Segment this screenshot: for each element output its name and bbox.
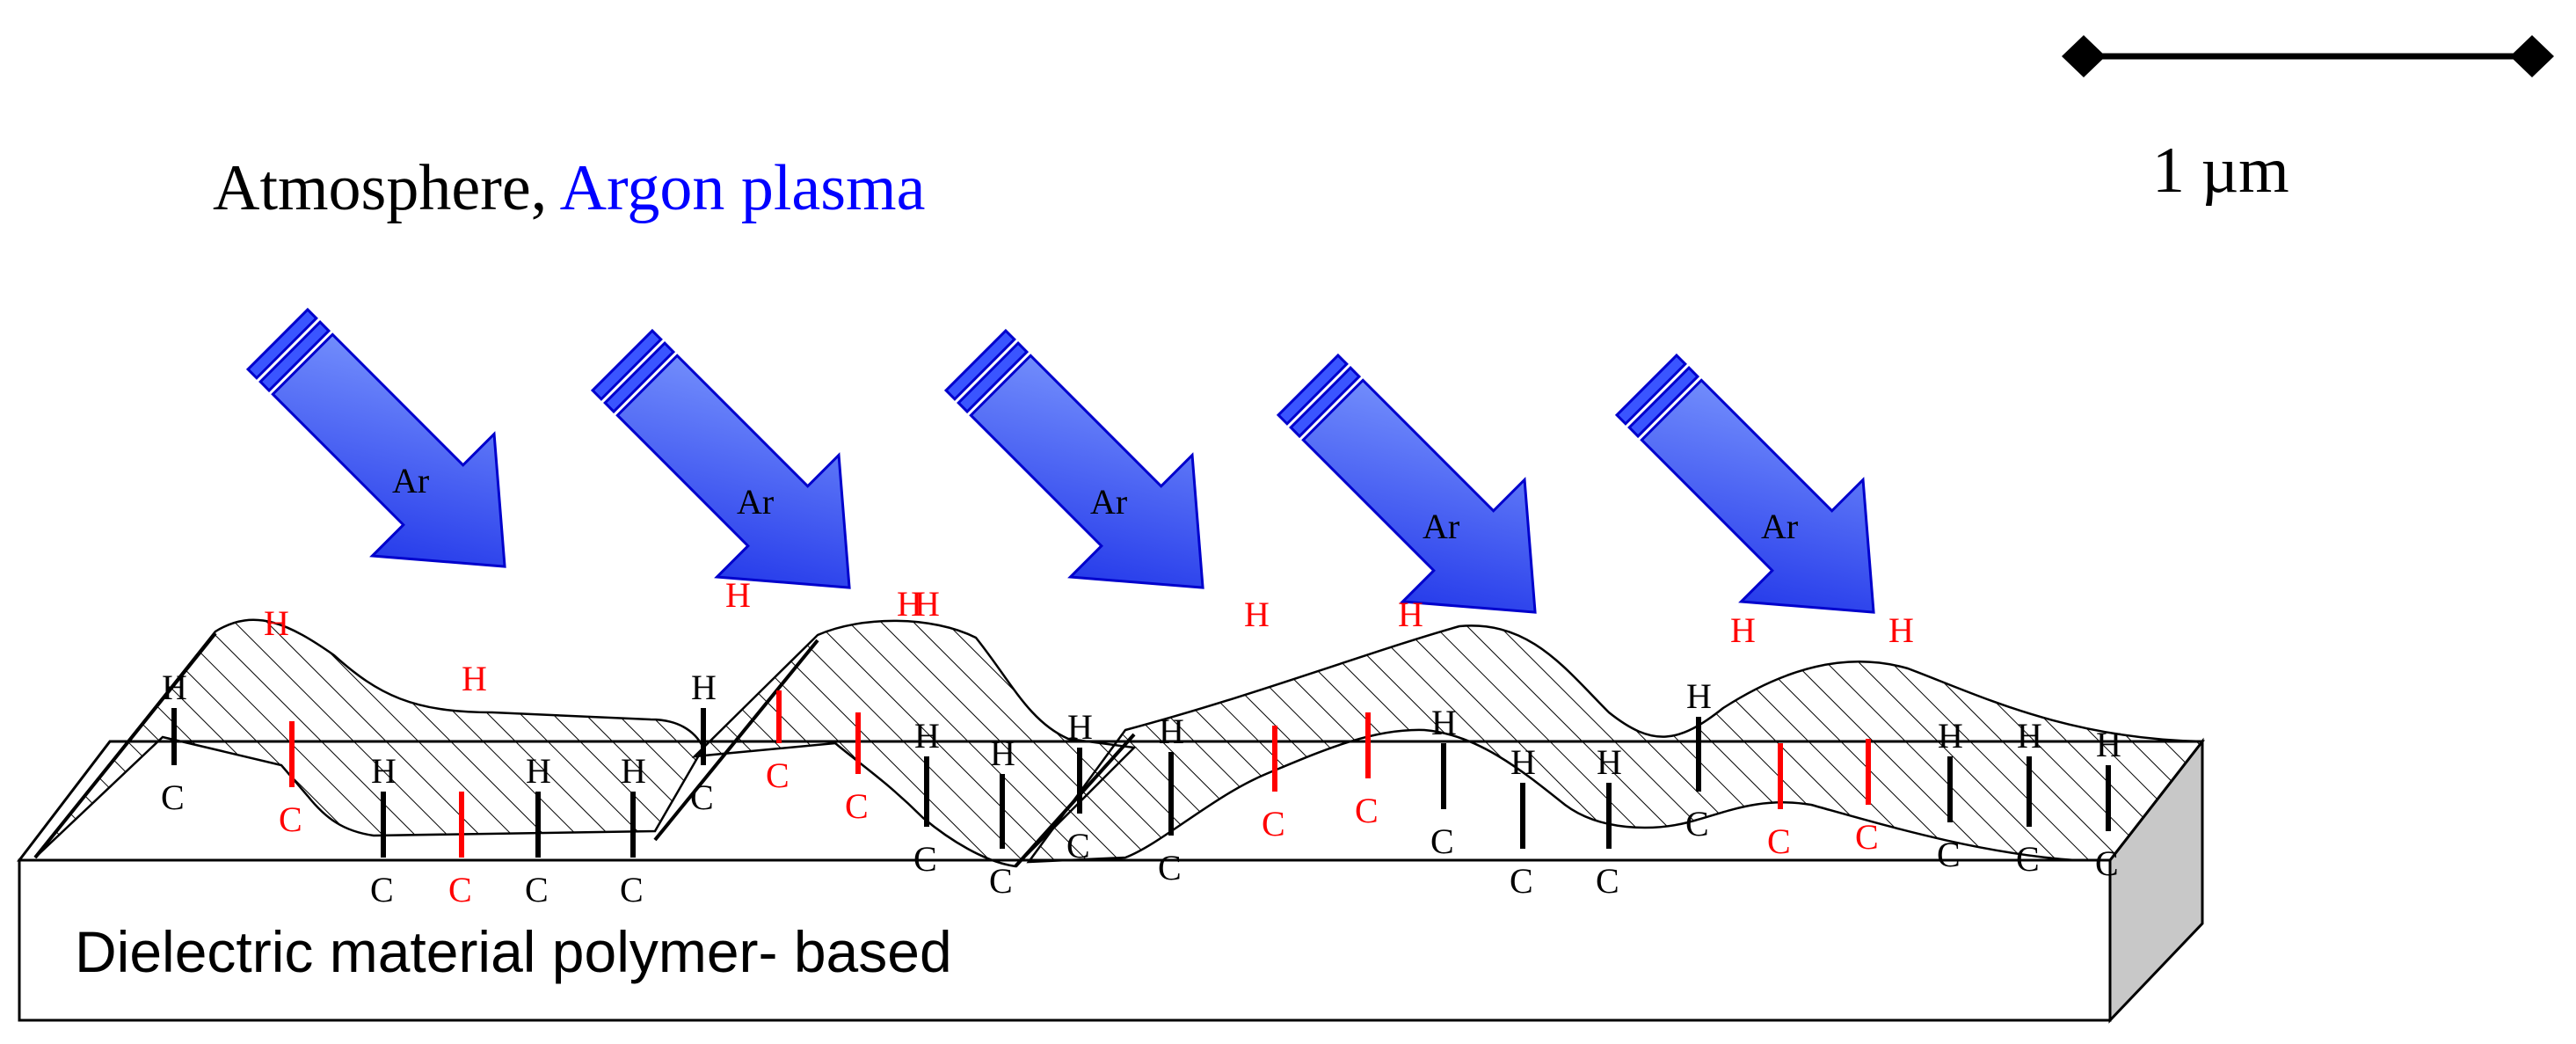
- bond-carbon-label: C: [370, 870, 394, 909]
- scale-bar-right-diamond: [2510, 35, 2554, 77]
- bond-hydrogen-label: H: [1938, 716, 1963, 756]
- arrow-tail-band: [590, 328, 663, 401]
- bond-carbon-label: C: [448, 870, 472, 909]
- argon-arrow: [590, 328, 851, 589]
- header-title-atmosphere: Atmosphere,: [213, 152, 560, 224]
- bond-carbon-label: C: [1855, 817, 1879, 857]
- bond-carbon-label: C: [1355, 791, 1379, 830]
- bond-carbon-label: C: [1430, 821, 1454, 861]
- bond-carbon-label: C: [845, 786, 869, 826]
- bond-hydrogen-label: H: [1686, 676, 1712, 716]
- bond-carbon-label: C: [1158, 848, 1182, 887]
- bond-hydrogen-label: H: [1510, 742, 1536, 782]
- arrow-body: [1640, 378, 1875, 614]
- arrow-body: [969, 354, 1204, 589]
- scale-bar: 1 µm: [2062, 35, 2554, 207]
- header-title-argon-plasma: Argon plasma: [560, 152, 926, 224]
- arrow-tail-band: [1627, 366, 1700, 439]
- bond-carbon-label: C: [766, 756, 790, 795]
- hydrogen-atom-label: H: [1398, 595, 1423, 634]
- bond-hydrogen-label: H: [914, 716, 940, 756]
- arrow-tail-band: [1276, 353, 1349, 426]
- bond-hydrogen-label: H: [2096, 725, 2121, 764]
- bond-hydrogen-label: H: [1431, 703, 1457, 742]
- bond-hydrogen-label: H: [621, 751, 646, 791]
- bond-carbon-label: C: [1262, 804, 1285, 843]
- arrow-body: [615, 354, 851, 589]
- hydrogen-atom-label: H: [462, 659, 487, 698]
- bond-hydrogen-label: H: [1597, 742, 1622, 782]
- bond-carbon-label: C: [1767, 821, 1791, 861]
- surface-ridge-line-3: [1014, 733, 1136, 868]
- bond-hydrogen-label: H: [691, 668, 717, 707]
- arrow-tail-band: [603, 341, 676, 414]
- arrow-label: Ar: [737, 482, 774, 522]
- bond-hydrogen-label: H: [371, 751, 397, 791]
- bond-carbon-label: C: [161, 778, 185, 817]
- bond-carbon-label: C: [1596, 861, 1619, 901]
- polymer-layer-second: [691, 619, 1137, 868]
- bond-carbon-label: C: [989, 861, 1013, 901]
- arrow-label: Ar: [1090, 482, 1127, 522]
- scale-bar-left-diamond: [2062, 35, 2106, 77]
- substrate-label: Dielectric material polymer- based: [75, 919, 952, 984]
- hydrogen-atom-label: H: [264, 603, 289, 643]
- bond-carbon-label: C: [525, 870, 549, 909]
- hydrogen-atom-label: H: [897, 584, 922, 624]
- argon-arrow: [1276, 353, 1537, 614]
- bond-hydrogen-label: H: [1159, 712, 1184, 751]
- arrow-body: [1301, 378, 1537, 614]
- arrow-tail-band: [1614, 353, 1687, 426]
- arrow-tail-band: [943, 328, 1016, 401]
- bond-carbon-label: C: [913, 839, 937, 879]
- bond-carbon-label: C: [2095, 843, 2119, 883]
- hydrogen-atom-label: H: [1888, 610, 1914, 650]
- argon-arrow: [943, 328, 1204, 589]
- bond-hydrogen-label: H: [2017, 716, 2042, 756]
- bond-hydrogen-label: H: [526, 751, 551, 791]
- bond-hydrogen-label: H: [1067, 707, 1093, 747]
- arrow-tail-band: [957, 341, 1030, 414]
- substrate-front-face: [18, 858, 2112, 1022]
- bond-carbon-label: C: [1937, 835, 1961, 874]
- bond-carbon-label: C: [690, 778, 714, 817]
- ch-bonds: H C C H C C H C H C H C C C H C H C H C H C C C H C H C H C H C C C H C H C H C: [161, 668, 2121, 909]
- bond-carbon-label: C: [1066, 826, 1090, 865]
- bond-carbon-label: C: [2016, 839, 2040, 879]
- surface-ridge-line-2: [653, 639, 819, 842]
- bond-hydrogen-label: H: [990, 734, 1015, 773]
- polymer-layer-wave: [1026, 624, 2205, 864]
- hydrogen-atom-label: H: [725, 575, 751, 615]
- bond-carbon-label: C: [620, 870, 644, 909]
- surface-ridge-line-1: [33, 632, 217, 859]
- hydrogen-atom-label: H: [1730, 610, 1756, 650]
- arrow-tail-band: [258, 320, 331, 393]
- arrow-label: Ar: [1761, 507, 1798, 546]
- argon-arrow: [245, 307, 506, 568]
- arrow-body: [271, 332, 506, 568]
- header-title: Atmosphere, Argon plasma: [213, 152, 925, 224]
- bond-carbon-label: C: [1685, 804, 1709, 843]
- arrow-label: Ar: [1423, 507, 1459, 546]
- bond-hydrogen-label: H: [162, 668, 187, 707]
- argon-arrow: [1614, 353, 1875, 614]
- arrow-tail-band: [1289, 366, 1362, 439]
- bond-carbon-label: C: [279, 799, 302, 839]
- scale-bar-label: 1 µm: [2152, 135, 2289, 207]
- arrow-tail-band: [245, 307, 318, 380]
- hydrogen-atom-label: H: [1244, 595, 1270, 634]
- bond-carbon-label: C: [1510, 861, 1533, 901]
- hydrogen-atom-label: H: [914, 584, 940, 624]
- arrow-label: Ar: [392, 461, 429, 500]
